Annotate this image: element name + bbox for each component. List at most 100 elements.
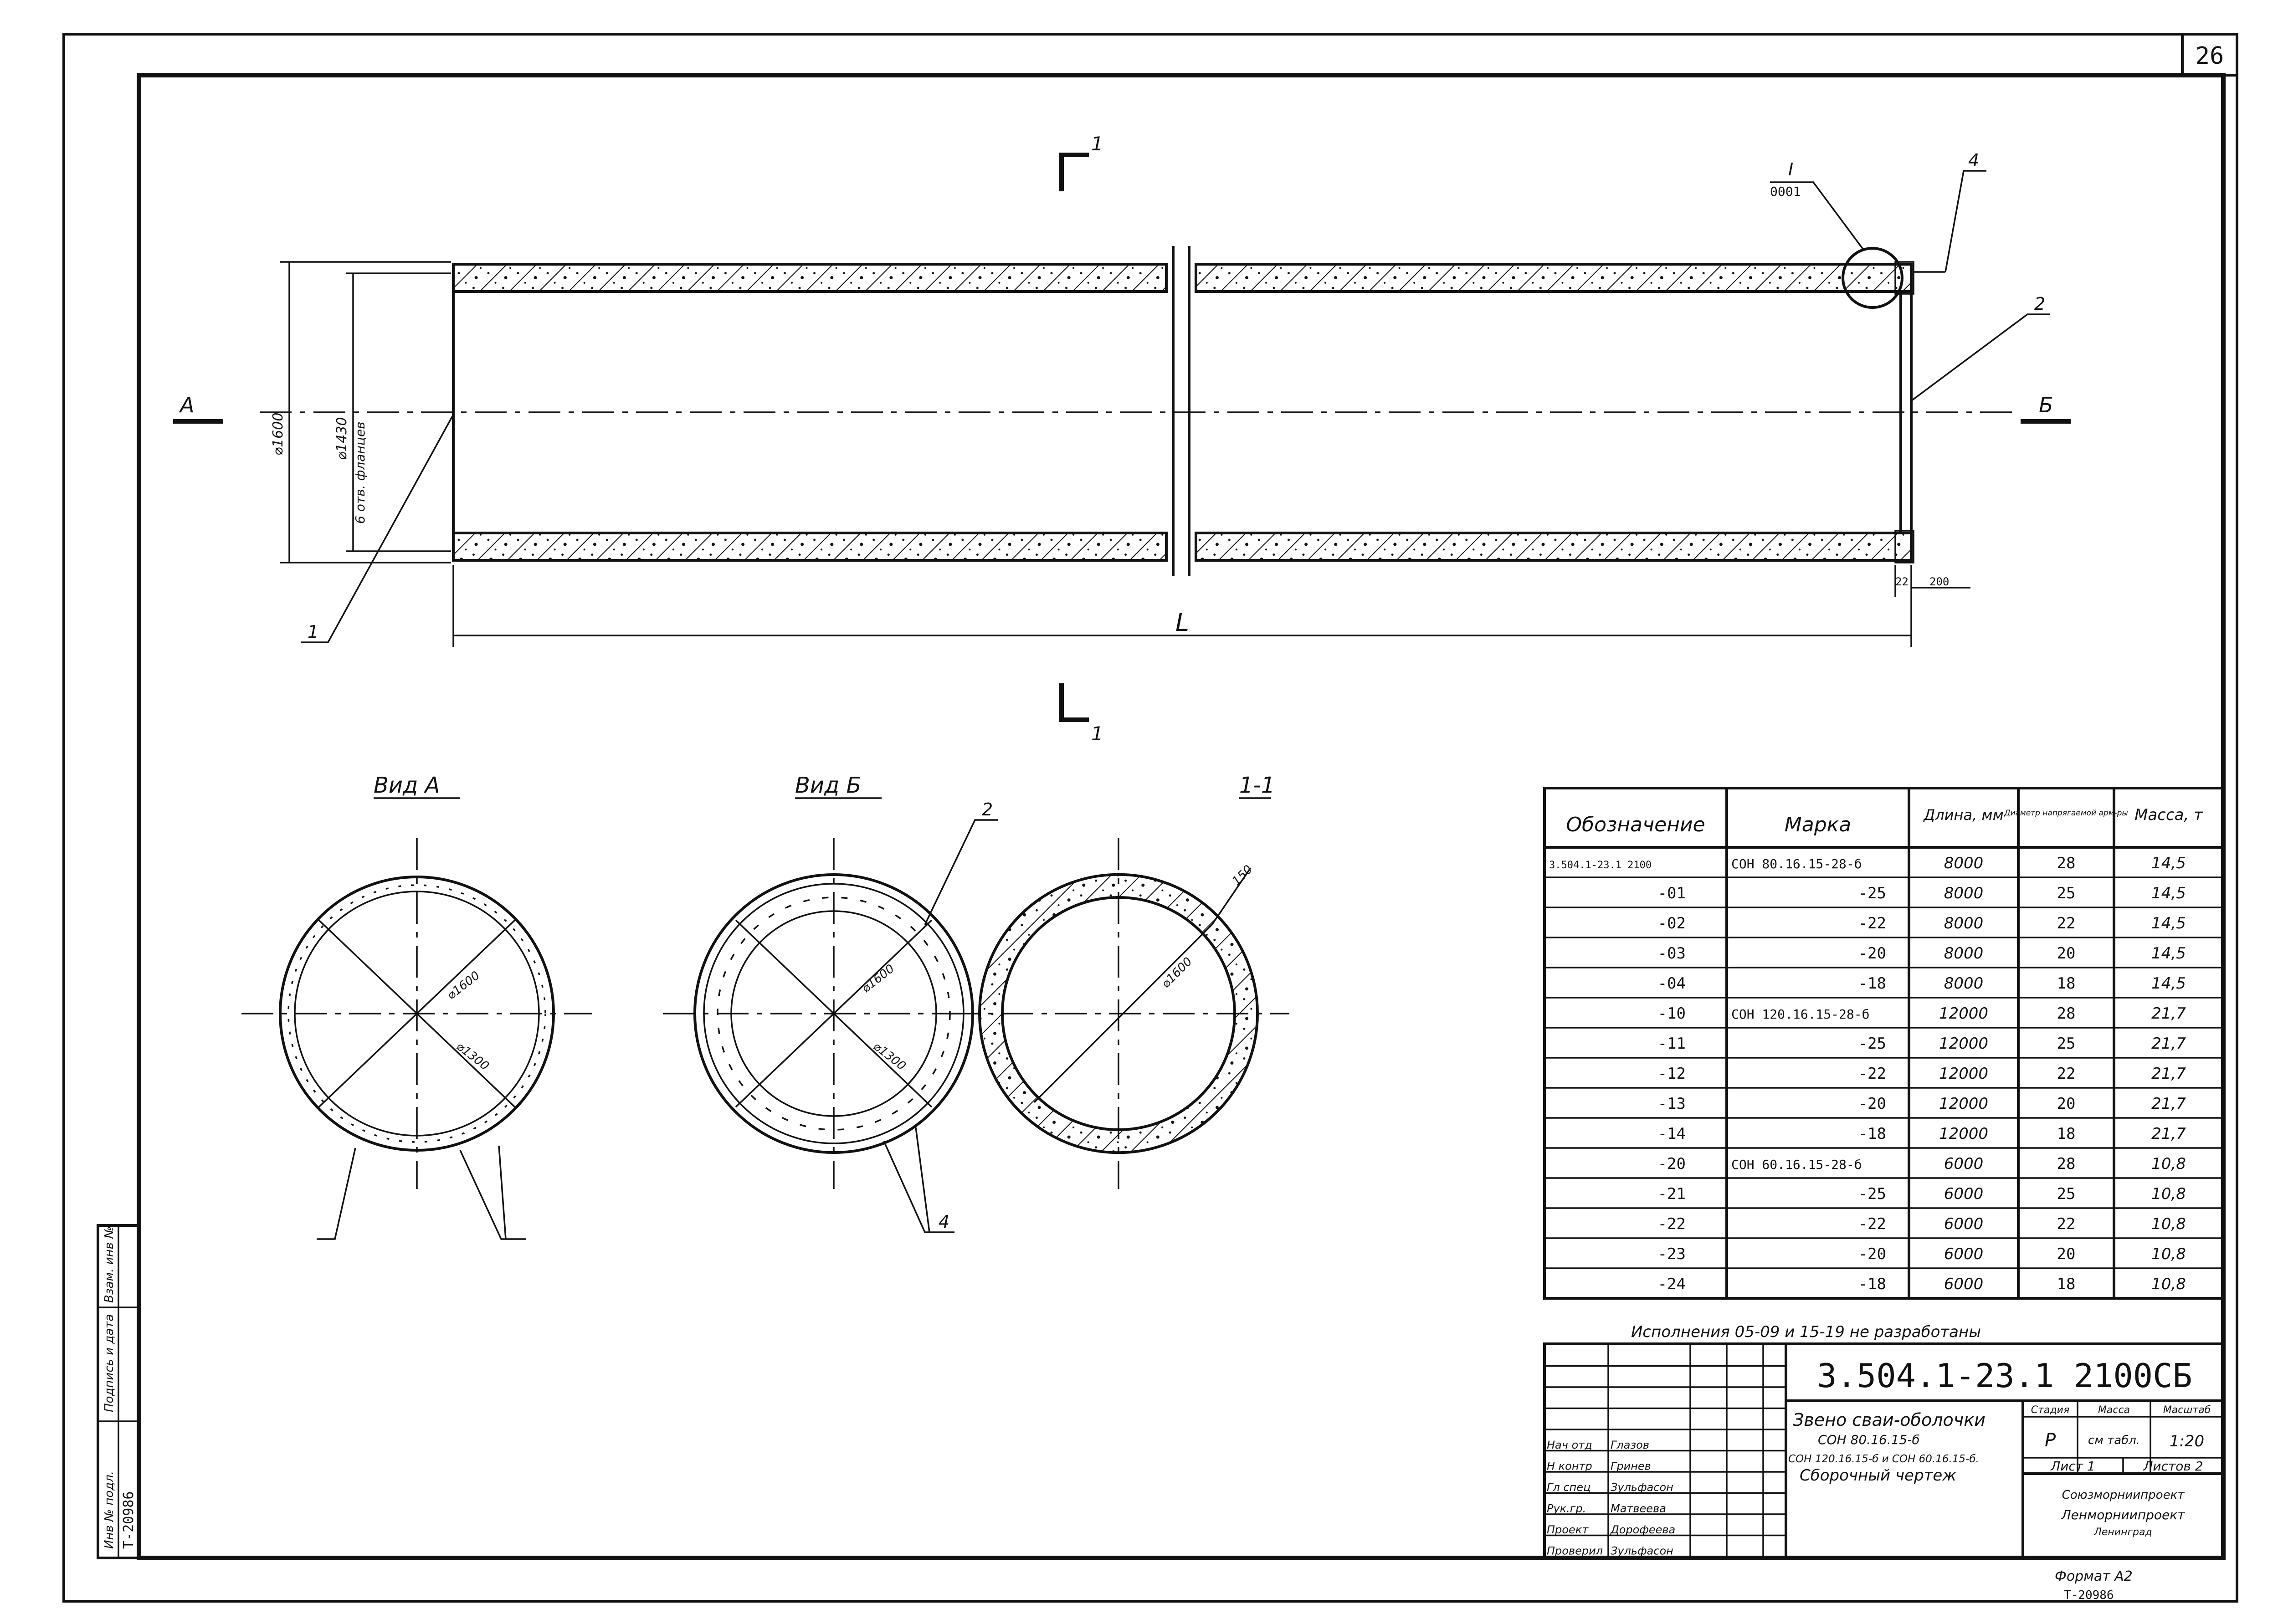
table-cell: 12000 xyxy=(1939,1035,1988,1053)
view-b-d1: ⌀1600 xyxy=(859,962,897,995)
table-cell: 12000 xyxy=(1939,1004,1988,1023)
table-cell: -11 xyxy=(1658,1035,1686,1053)
table-cell: 18 xyxy=(2057,1125,2076,1143)
table-cell: -22 xyxy=(1658,1215,1686,1233)
sheet-label: Лист 1 xyxy=(2050,1459,2095,1474)
dim-outer-diameter: ⌀1600 xyxy=(270,413,286,456)
signature-name: Гринев xyxy=(1611,1460,1651,1473)
callout-node: I xyxy=(1788,159,1793,179)
view-arrow-b: Б xyxy=(2039,393,2053,417)
table-cell: 25 xyxy=(2057,1035,2076,1053)
callout-pos1: 1 xyxy=(308,622,318,642)
table-cell: -14 xyxy=(1658,1125,1686,1143)
view-a-title: Вид А xyxy=(374,773,440,798)
table-cell: 12000 xyxy=(1939,1125,1988,1143)
org-3: Ленинград xyxy=(2093,1527,2152,1538)
stamp-label-3: Взам. инв № xyxy=(103,1226,116,1303)
col-header-diam: Диаметр напрягаемой арм-ры xyxy=(2004,809,2128,818)
section-wall: 150 xyxy=(1230,863,1255,888)
table-cell: 20 xyxy=(2057,1095,2076,1113)
table-cell: СОН 60.16.15-28-б xyxy=(1731,1157,1862,1172)
table-cell: -21 xyxy=(1658,1185,1686,1203)
table-cell: -20 xyxy=(1858,944,1886,963)
table-cell: СОН 120.16.15-28-б xyxy=(1731,1007,1869,1022)
spec-table: Обозначение Марка Длина, мм Диаметр напр… xyxy=(1543,787,2225,1341)
view-a-d2: ⌀1300 xyxy=(454,1040,492,1073)
table-cell: 25 xyxy=(2057,1185,2076,1203)
table-cell: 8000 xyxy=(1944,944,1984,963)
table-cell: 20 xyxy=(2057,1245,2076,1263)
table-cell: -25 xyxy=(1858,1035,1886,1053)
sheet-number-box xyxy=(2181,33,2238,77)
table-cell: 28 xyxy=(2057,1155,2076,1173)
table-cell: 10,8 xyxy=(2151,1275,2186,1293)
table-cell: -22 xyxy=(1858,1065,1886,1083)
table-cell: -13 xyxy=(1658,1095,1686,1113)
table-cell: 12000 xyxy=(1939,1065,1988,1083)
scale-value: 1:20 xyxy=(2170,1432,2204,1450)
signature-role: Нач отд xyxy=(1547,1439,1592,1451)
signature-role: Рук.гр. xyxy=(1547,1502,1586,1515)
table-cell: -18 xyxy=(1858,974,1886,993)
table-cell: 10,8 xyxy=(2151,1185,2186,1203)
table-cell: 20 xyxy=(2057,944,2076,963)
view-b-callout-2: 2 xyxy=(982,799,993,820)
table-cell: -23 xyxy=(1658,1245,1686,1263)
stage-value: Р xyxy=(2045,1430,2056,1451)
table-cell: 18 xyxy=(2057,1275,2076,1293)
table-cell: -25 xyxy=(1858,884,1886,902)
mass-header: Масса xyxy=(2098,1404,2130,1416)
table-cell: 14,5 xyxy=(2151,854,2186,872)
section-mark-top: 1 xyxy=(1091,133,1103,155)
mass-value: см табл. xyxy=(2088,1434,2140,1447)
org-1: Союзморниипроект xyxy=(2062,1488,2185,1502)
callout-pos4: 4 xyxy=(1968,150,1979,170)
table-cell: -20 xyxy=(1658,1155,1686,1173)
drawing-code: 3.504.1-23.1 2100СБ xyxy=(1817,1357,2192,1395)
col-header-length: Длина, мм xyxy=(1923,806,2003,824)
view-b-title: Вид Б xyxy=(795,773,862,798)
dim-bolt-note: 6 отв. фланцев xyxy=(353,421,368,524)
table-cell: 21,7 xyxy=(2151,1065,2186,1083)
view-arrow-a: А xyxy=(179,393,194,417)
table-cell: 21,7 xyxy=(2151,1035,2186,1053)
section-mark-bottom: 1 xyxy=(1091,722,1103,745)
table-cell: 8000 xyxy=(1944,914,1984,932)
table-cell: -18 xyxy=(1858,1275,1886,1293)
table-cell: 6000 xyxy=(1944,1245,1984,1263)
table-cell: 21,7 xyxy=(2151,1125,2186,1143)
dim-end-a: 22 xyxy=(1895,575,1909,588)
table-cell: 10,8 xyxy=(2151,1155,2186,1173)
table-cell: 28 xyxy=(2057,854,2076,872)
table-cell: -12 xyxy=(1658,1065,1686,1083)
table-cell: 3.504.1-23.1 2100 xyxy=(1549,860,1652,871)
table-cell: 6000 xyxy=(1944,1215,1984,1233)
table-cell: -01 xyxy=(1658,884,1686,902)
table-cell: 22 xyxy=(2057,914,2076,932)
table-cell: 25 xyxy=(2057,884,2076,902)
table-cell: -10 xyxy=(1658,1004,1686,1023)
section-1-1: 1-1 ⌀1600 150 xyxy=(948,773,1289,1189)
col-header-mark: Марка xyxy=(1785,813,1851,836)
table-cell: 12000 xyxy=(1939,1095,1988,1113)
signature-role: Проверил xyxy=(1547,1545,1603,1557)
view-a-d1: ⌀1600 xyxy=(445,968,482,1002)
sheets-label: Листов 2 xyxy=(2143,1459,2203,1474)
signature-role: Гл спец xyxy=(1547,1481,1590,1494)
table-cell: 8000 xyxy=(1944,854,1984,872)
dim-end-b: 200 xyxy=(1929,575,1949,588)
table-cell: 14,5 xyxy=(2151,974,2186,993)
table-cell: -20 xyxy=(1858,1245,1886,1263)
section-title: 1-1 xyxy=(1239,773,1275,798)
pile-section-elevation: 1 1 А Б ⌀1600 ⌀1430 6 отв. фланцев L 22 … xyxy=(173,133,2071,745)
table-cell: 18 xyxy=(2057,974,2076,993)
table-cell: 10,8 xyxy=(2151,1245,2186,1263)
signature-name: Дорофеева xyxy=(1610,1523,1675,1536)
table-note: Исполнения 05-09 и 15-19 не разработаны xyxy=(1631,1323,1981,1341)
dim-bolt-circle: ⌀1430 xyxy=(334,417,350,460)
title-line-2: СОН 80.16.15-б xyxy=(1818,1432,1920,1447)
table-cell: 21,7 xyxy=(2151,1095,2186,1113)
stamp-label-2: Подпись и дата xyxy=(103,1314,116,1412)
